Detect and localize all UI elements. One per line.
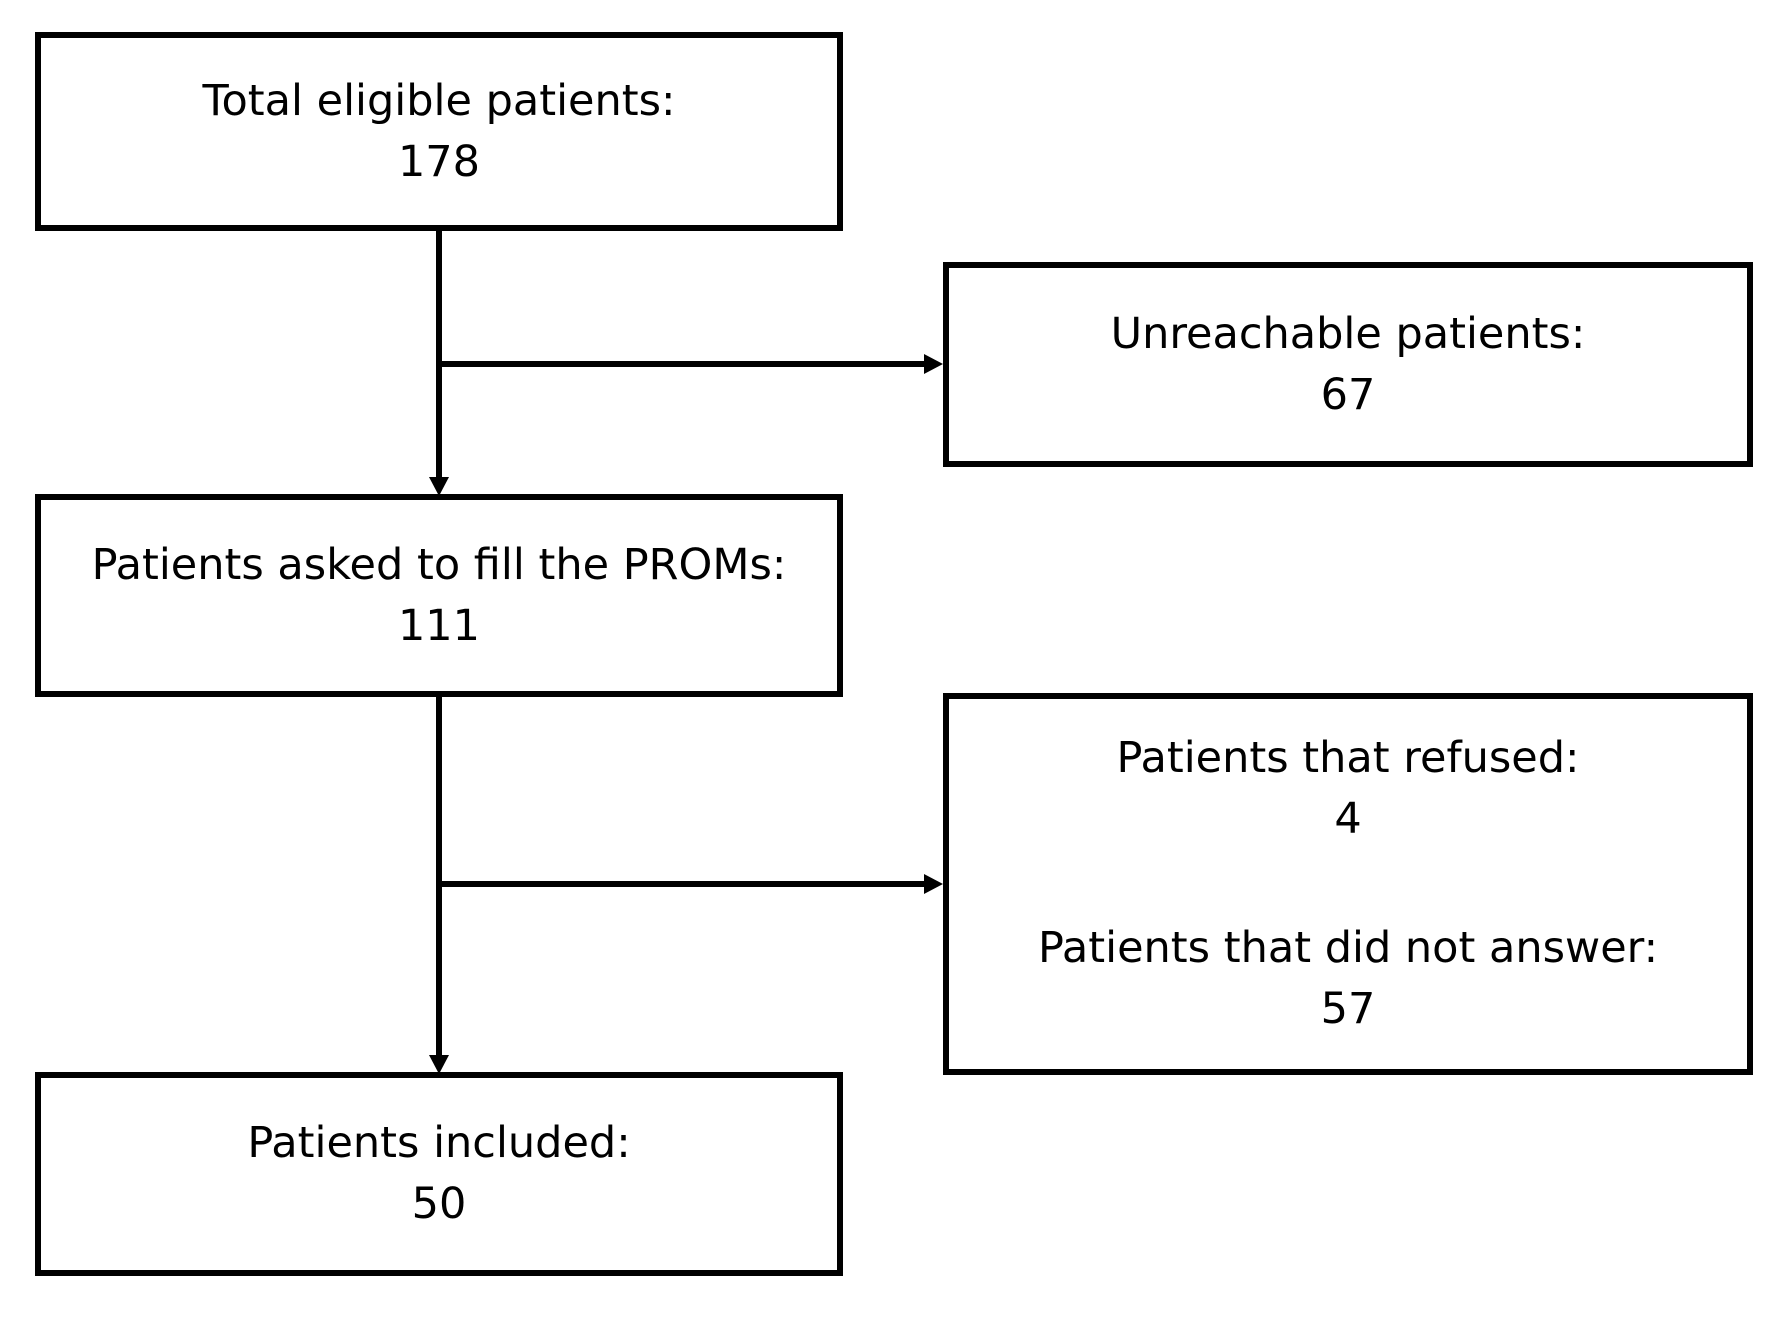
arrowhead-refused-icon: [924, 874, 943, 894]
node-asked-proms-value: 111: [397, 600, 481, 651]
node-refused-no-answer: Patients that refused: 4 Patients that d…: [943, 693, 1753, 1075]
node-unreachable: Unreachable patients: 67: [943, 262, 1753, 467]
arrowhead-included-icon: [429, 1055, 449, 1074]
node-refused-label: Patients that refused:: [1116, 733, 1580, 783]
node-total-eligible-value: 178: [397, 136, 481, 187]
node-included: Patients included: 50: [35, 1072, 843, 1276]
node-unreachable-label: Unreachable patients:: [1110, 308, 1586, 359]
node-no-answer-label: Patients that did not answer:: [1037, 923, 1659, 973]
arrowhead-unreachable-icon: [924, 354, 943, 374]
arrowhead-asked-icon: [429, 477, 449, 496]
node-no-answer-value: 57: [1320, 984, 1376, 1034]
node-asked-proms: Patients asked to fill the PROMs: 111: [35, 494, 843, 697]
node-total-eligible-label: Total eligible patients:: [202, 75, 676, 126]
node-unreachable-value: 67: [1320, 369, 1376, 420]
node-included-value: 50: [411, 1179, 467, 1229]
node-asked-proms-label: Patients asked to fill the PROMs:: [91, 539, 787, 590]
node-refused-value: 4: [1334, 794, 1362, 844]
node-total-eligible: Total eligible patients: 178: [35, 32, 843, 231]
node-included-label: Patients included:: [247, 1118, 631, 1168]
